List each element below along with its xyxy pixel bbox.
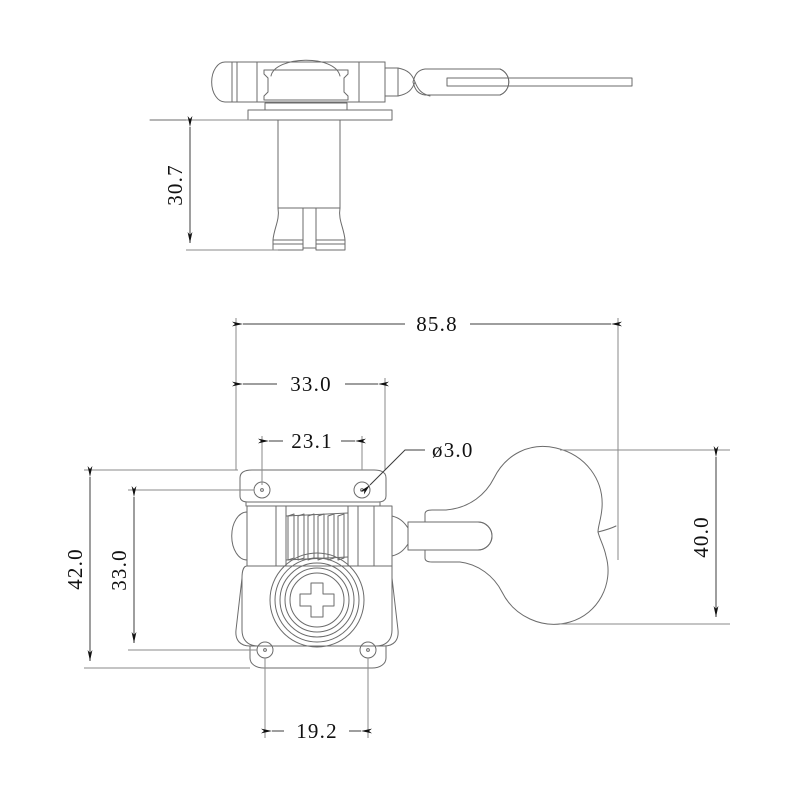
plan-view xyxy=(231,446,617,669)
screw-hole-lower-left xyxy=(256,641,274,659)
gear-barrel-left-nose xyxy=(231,511,248,561)
bezel-ring-2 xyxy=(274,557,360,643)
dimension-23-1: 23.1 xyxy=(258,429,366,453)
bezel-ring-4 xyxy=(284,567,350,633)
dim-label-30-7: 30.7 xyxy=(163,164,187,206)
dim-label-85-8: 85.8 xyxy=(416,312,458,336)
post-foot-right xyxy=(315,239,346,251)
plate-upper-inner-edge xyxy=(245,501,381,507)
screwdriver-blade xyxy=(446,77,633,87)
worm-gear-drum xyxy=(263,69,349,101)
housing-body-trapezoid xyxy=(241,565,393,647)
screw-head-circle xyxy=(289,572,345,628)
plan-view-dimensions: 85.8 33.0 23.1 ø3.0 42.0 xyxy=(63,312,730,743)
mounting-flange xyxy=(247,109,393,121)
barrel-body xyxy=(231,61,386,103)
dimension-33-0-horizontal: 33.0 xyxy=(232,372,389,396)
post-split-slot xyxy=(302,207,317,249)
dim-label-23-1: 23.1 xyxy=(291,429,333,453)
screw-hole-lower-right-center xyxy=(366,648,370,652)
screwdriver-shaft-tip xyxy=(499,68,510,96)
tuning-key-butterfly xyxy=(445,446,609,625)
string-post-shaft xyxy=(277,119,341,209)
key-shaft-body xyxy=(407,521,493,551)
key-shaft-neck xyxy=(391,515,409,557)
gear-dome xyxy=(270,59,341,77)
dimension-33-0-vertical: 33.0 xyxy=(107,486,257,651)
key-collar-lower xyxy=(424,549,447,563)
housing-bottom-lip xyxy=(249,645,387,669)
dim-label-19-2: 19.2 xyxy=(296,719,338,743)
barrel-left-cap xyxy=(211,61,233,103)
screwdriver-handle xyxy=(412,68,510,96)
post-foot-left xyxy=(272,239,304,251)
screw-hole-lower-right xyxy=(359,641,377,659)
mounting-plate-upper-ear xyxy=(239,469,387,503)
housing-right-taper xyxy=(383,577,399,647)
dim-label-33-0v: 33.0 xyxy=(107,549,131,591)
tuning-key-right-notch xyxy=(597,525,617,533)
dim-label-40-0: 40.0 xyxy=(689,516,713,558)
screwdriver-ferrule xyxy=(397,67,431,97)
screw-hole-upper-left-center xyxy=(260,488,264,492)
screw-hole-upper-right-center xyxy=(360,488,364,492)
screw-hole-upper-right xyxy=(353,481,371,499)
gear-base-plate xyxy=(264,102,348,111)
dimension-85-8: 85.8 xyxy=(232,312,622,336)
key-collar-upper xyxy=(424,509,447,523)
dimension-diameter-3-0: ø3.0 xyxy=(360,438,474,495)
dim-label-33-0h: 33.0 xyxy=(290,372,332,396)
dimension-42-0: 42.0 xyxy=(63,466,250,669)
dimension-30-7: 30.7 xyxy=(163,116,278,251)
dim-label-42-0: 42.0 xyxy=(63,548,87,590)
side-elevation-view: 30.7 xyxy=(149,59,633,251)
screwdriver-neck xyxy=(384,67,399,97)
bezel-ring-outer xyxy=(269,552,365,648)
dimension-19-2: 19.2 xyxy=(261,658,372,743)
leader-line-dia-3-0 xyxy=(360,449,425,495)
dim-label-dia-3-0: ø3.0 xyxy=(432,438,474,462)
bezel-ring-3 xyxy=(279,562,355,638)
screw-hole-lower-left-center xyxy=(263,648,267,652)
key-shaft-tip-arc xyxy=(477,521,493,551)
housing-left-taper xyxy=(235,577,251,647)
post-taper xyxy=(272,207,346,241)
phillips-cross-icon xyxy=(299,582,335,618)
dimension-40-0: 40.0 xyxy=(560,446,730,625)
